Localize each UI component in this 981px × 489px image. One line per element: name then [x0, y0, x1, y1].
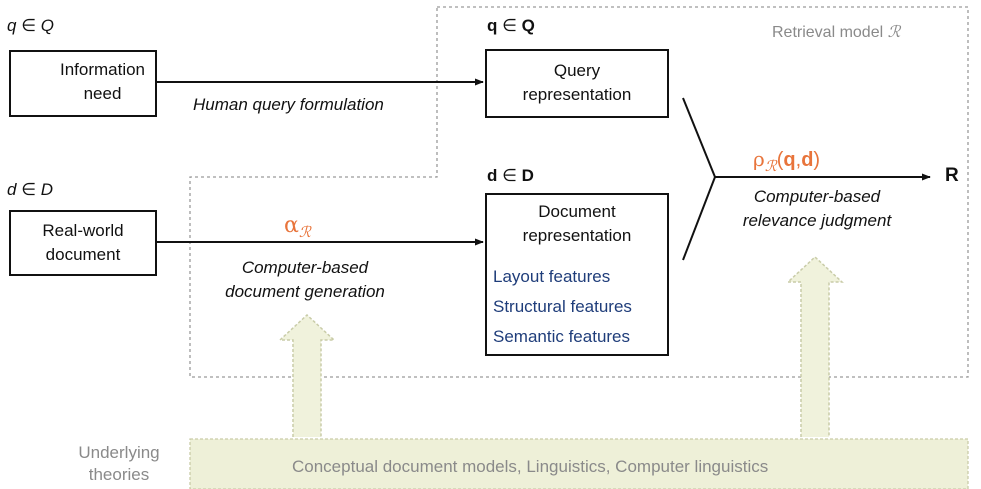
query-set-name: Q — [521, 16, 535, 35]
information-need-label: Information need — [50, 58, 155, 106]
retrieval-model-text: Retrieval model — [772, 24, 888, 41]
matching-lower-line — [682, 176, 716, 261]
docrep-set-var: d — [487, 166, 498, 185]
information-need-line1: Information — [59, 60, 146, 79]
rho-arg-q: q — [783, 149, 796, 171]
feature-item-layout: Layout features — [493, 267, 611, 286]
rho-symbol: ρ — [753, 147, 765, 171]
alpha-subscript: ℛ — [298, 223, 311, 241]
underlying-theories-line2: theories — [88, 465, 150, 484]
info-need-set-var: q — [7, 16, 17, 35]
information-need-box — [9, 50, 157, 117]
alpha-symbol: α — [284, 213, 299, 238]
document-set-name: D — [40, 180, 54, 199]
document-set-label: d ∈ D — [7, 180, 53, 200]
query-representation-line2: representation — [522, 85, 632, 104]
real-world-document-box — [9, 210, 157, 276]
document-set-var: d — [7, 180, 17, 199]
relevance-judgment-line2: relevance judgment — [742, 211, 892, 230]
theories-band — [189, 438, 969, 489]
document-representation-set-label: d ∈ D — [487, 166, 534, 186]
rho-comma: , — [795, 149, 802, 171]
info-need-set-name: Q — [40, 16, 54, 35]
query-set-var: q — [487, 16, 498, 35]
theory-arrow-left — [278, 313, 336, 437]
theory-arrow-right — [786, 255, 844, 437]
real-world-document-line2: document — [45, 245, 121, 264]
document-representation-label: Document representation — [485, 200, 669, 248]
alpha-function-label: αℛ — [284, 213, 311, 241]
query-representation-label: Query representation — [485, 59, 669, 107]
relevance-judgment-label: Computer-based relevance judgment — [717, 185, 917, 233]
docrep-set-rel: ∈ — [502, 166, 517, 185]
document-representation-box — [485, 193, 669, 356]
query-set-label: q ∈ Q — [487, 16, 535, 36]
matching-upper-line — [682, 97, 716, 178]
document-set-rel: ∈ — [21, 180, 37, 199]
underlying-theories-label: Underlying theories — [60, 442, 178, 486]
rho-close-paren: ) — [813, 149, 821, 171]
query-representation-box — [485, 49, 669, 118]
rho-function-label: ρℛ(q,d) — [753, 147, 820, 175]
theories-content: Conceptual document models, Linguistics,… — [292, 457, 769, 476]
docrep-set-name: D — [521, 166, 534, 185]
relevance-judgment-line1: Computer-based — [753, 187, 881, 206]
document-generation-line1: Computer-based — [241, 258, 369, 277]
retrieval-model-label: Retrieval model ℛ — [772, 22, 900, 42]
result-label: R — [945, 165, 959, 186]
real-world-document-label: Real-world document — [9, 219, 157, 267]
info-need-set-rel: ∈ — [21, 16, 37, 35]
query-set-rel: ∈ — [502, 16, 517, 35]
document-generation-label: Computer-based document generation — [205, 256, 405, 304]
retrieval-model-symbol: ℛ — [887, 22, 901, 41]
real-world-document-line1: Real-world — [42, 221, 124, 240]
underlying-theories-line1: Underlying — [78, 443, 160, 462]
query-representation-line1: Query — [553, 61, 601, 80]
document-representation-line2: representation — [522, 226, 632, 245]
rho-subscript: ℛ — [764, 157, 777, 175]
document-representation-line1: Document — [538, 202, 616, 221]
retrieval-model-boundary — [189, 6, 969, 378]
feature-item-structural: Structural features — [493, 297, 632, 316]
info-need-set-label: q ∈ Q — [7, 16, 54, 36]
feature-list: Layout features Structural features Sema… — [493, 262, 632, 352]
feature-item-semantic: Semantic features — [493, 327, 631, 346]
rho-open-paren: ( — [776, 149, 784, 171]
query-formulation-label: Human query formulation — [193, 95, 384, 114]
rho-arg-d: d — [801, 149, 814, 171]
information-need-line2: need — [83, 84, 122, 103]
document-generation-line2: document generation — [225, 282, 385, 301]
